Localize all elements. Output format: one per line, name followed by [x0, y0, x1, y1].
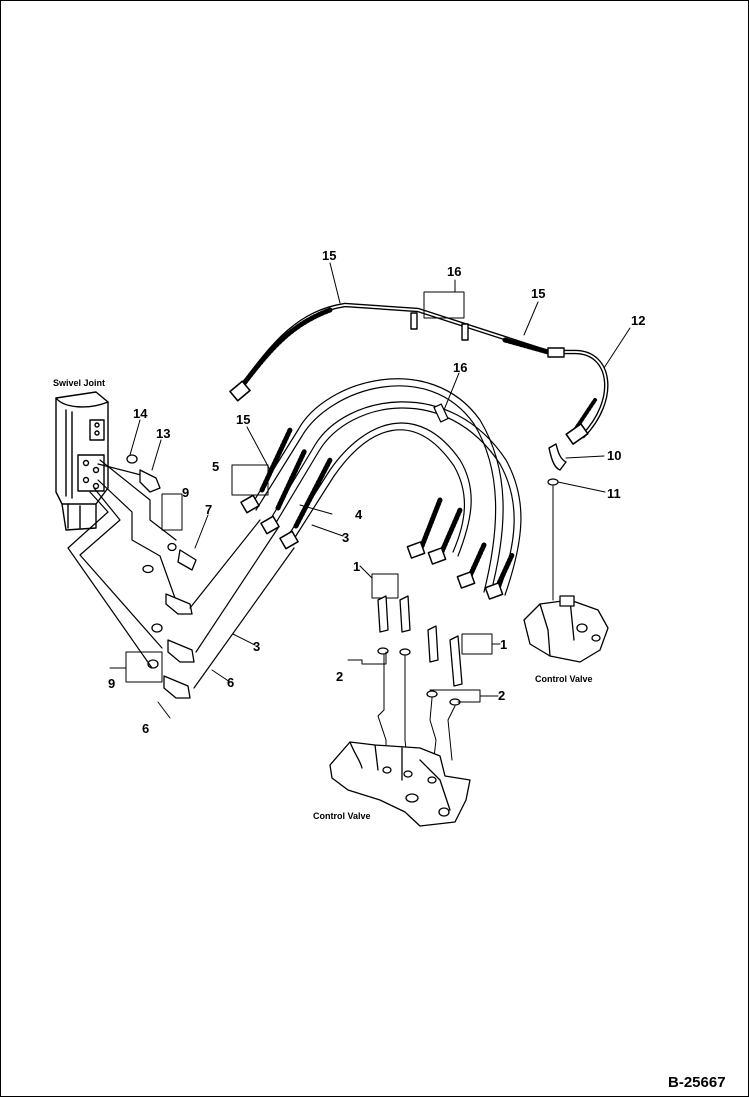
- callout-3-lower: 3: [253, 639, 261, 654]
- caption-control-valve-main: Control Valve: [313, 811, 371, 821]
- swivel-fittings: [126, 454, 197, 699]
- callout-9-top: 9: [182, 485, 190, 500]
- hose-nuts: [240, 494, 504, 600]
- callout-14: 14: [133, 406, 148, 421]
- callout-10: 10: [607, 448, 622, 463]
- callout-1-left: 1: [353, 559, 361, 574]
- leader-lines: [109, 262, 631, 719]
- callout-15-right: 15: [531, 286, 546, 301]
- caption-control-valve-small: Control Valve: [535, 674, 593, 684]
- callout-15-left: 15: [236, 412, 251, 427]
- callout-4: 4: [355, 507, 363, 522]
- callout-15-top: 15: [322, 248, 337, 263]
- callout-2-right: 2: [498, 688, 506, 703]
- drawing-reference: B-25667: [668, 1074, 726, 1091]
- callout-6-bottom: 6: [142, 721, 150, 736]
- caption-swivel-joint: Swivel Joint: [53, 378, 106, 388]
- callout-3: 3: [342, 530, 350, 545]
- callout-13: 13: [156, 426, 171, 441]
- swivel-pipes: [67, 459, 177, 669]
- callout-16-mid: 16: [453, 360, 468, 375]
- callout-1-right: 1: [500, 637, 508, 652]
- control-valve-main: [329, 741, 471, 827]
- u-hoses: [189, 378, 522, 689]
- callout-9-bottom: 9: [108, 676, 116, 691]
- callout-5: 5: [212, 459, 220, 474]
- top-hose-assembly: [229, 302, 609, 486]
- callout-12: 12: [631, 313, 646, 328]
- callout-11: 11: [607, 486, 621, 501]
- callout-16-top: 16: [447, 264, 462, 279]
- callout-7: 7: [205, 502, 213, 517]
- control-valve-small: [523, 595, 609, 663]
- callout-6-right: 6: [227, 675, 235, 690]
- swivel-joint: [55, 391, 109, 531]
- callout-2-left: 2: [336, 669, 344, 684]
